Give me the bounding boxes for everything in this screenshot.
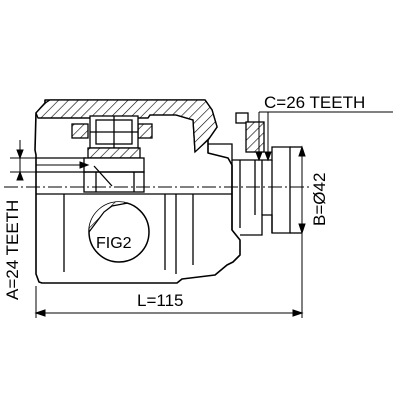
c-teeth-leader [255, 111, 393, 162]
spline-shaft [208, 112, 302, 236]
leader-a [36, 161, 90, 169]
inner-bore [36, 114, 232, 274]
b-diameter-dimension [298, 145, 306, 235]
c-teeth-label: C=26 TEETH [264, 93, 365, 112]
a-teeth-dimension [10, 140, 36, 181]
a-teeth-label: A=24 TEETH [3, 200, 22, 300]
b-diameter-label: B=Ø42 [310, 173, 329, 226]
fig2-label: FIG2 [96, 235, 132, 252]
length-label: L=115 [137, 291, 183, 310]
length-dimension [34, 233, 304, 318]
fig2-detail [88, 201, 150, 263]
roller-assembly [71, 115, 153, 193]
